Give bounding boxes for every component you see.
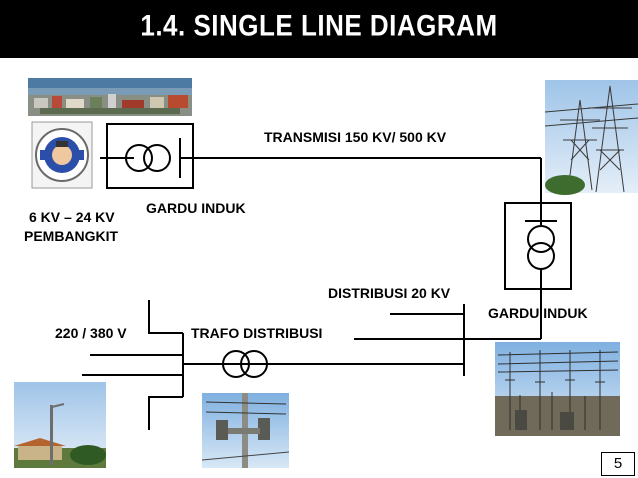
street-pole-photo [14, 382, 106, 468]
pembangkit-voltage-label: 6 KV – 24 KV [29, 209, 115, 225]
page-number: 5 [601, 452, 635, 476]
pembangkit-label: PEMBANGKIT [24, 228, 119, 244]
pln-logo [31, 121, 93, 189]
gardu-induk-2-label: GARDU INDUK [488, 305, 588, 321]
trafo-distribusi-label: TRAFO DISTRIBUSI [191, 325, 323, 341]
service-line-1 [148, 300, 183, 334]
substation-winding-1 [527, 225, 555, 253]
title-bar [0, 0, 638, 58]
line-work [82, 123, 572, 430]
substation-photo [495, 342, 620, 436]
generator-transformer-box [106, 123, 194, 189]
transformer-winding-1 [125, 144, 153, 172]
gardu-induk-2-box [504, 202, 572, 290]
transmission-tower-photo [544, 80, 638, 195]
trafo-distribusi-winding-1 [222, 350, 250, 378]
distribusi-label: DISTRIBUSI 20 KV [328, 285, 451, 301]
low-voltage-label: 220 / 380 V [55, 325, 127, 341]
trafo-distribusi-winding-2 [240, 350, 268, 378]
substation-winding-2 [527, 242, 555, 270]
transformer-winding-2 [143, 144, 171, 172]
gardu-induk-1-label: GARDU INDUK [146, 200, 246, 216]
slide-title: 1.4. SINGLE LINE DIAGRAM [140, 7, 498, 43]
transmisi-label: TRANSMISI 150 KV/ 500 KV [264, 129, 447, 145]
distribution-transformer-photo [201, 393, 290, 468]
power-plant-photo [28, 78, 192, 116]
service-line-4 [148, 396, 183, 430]
